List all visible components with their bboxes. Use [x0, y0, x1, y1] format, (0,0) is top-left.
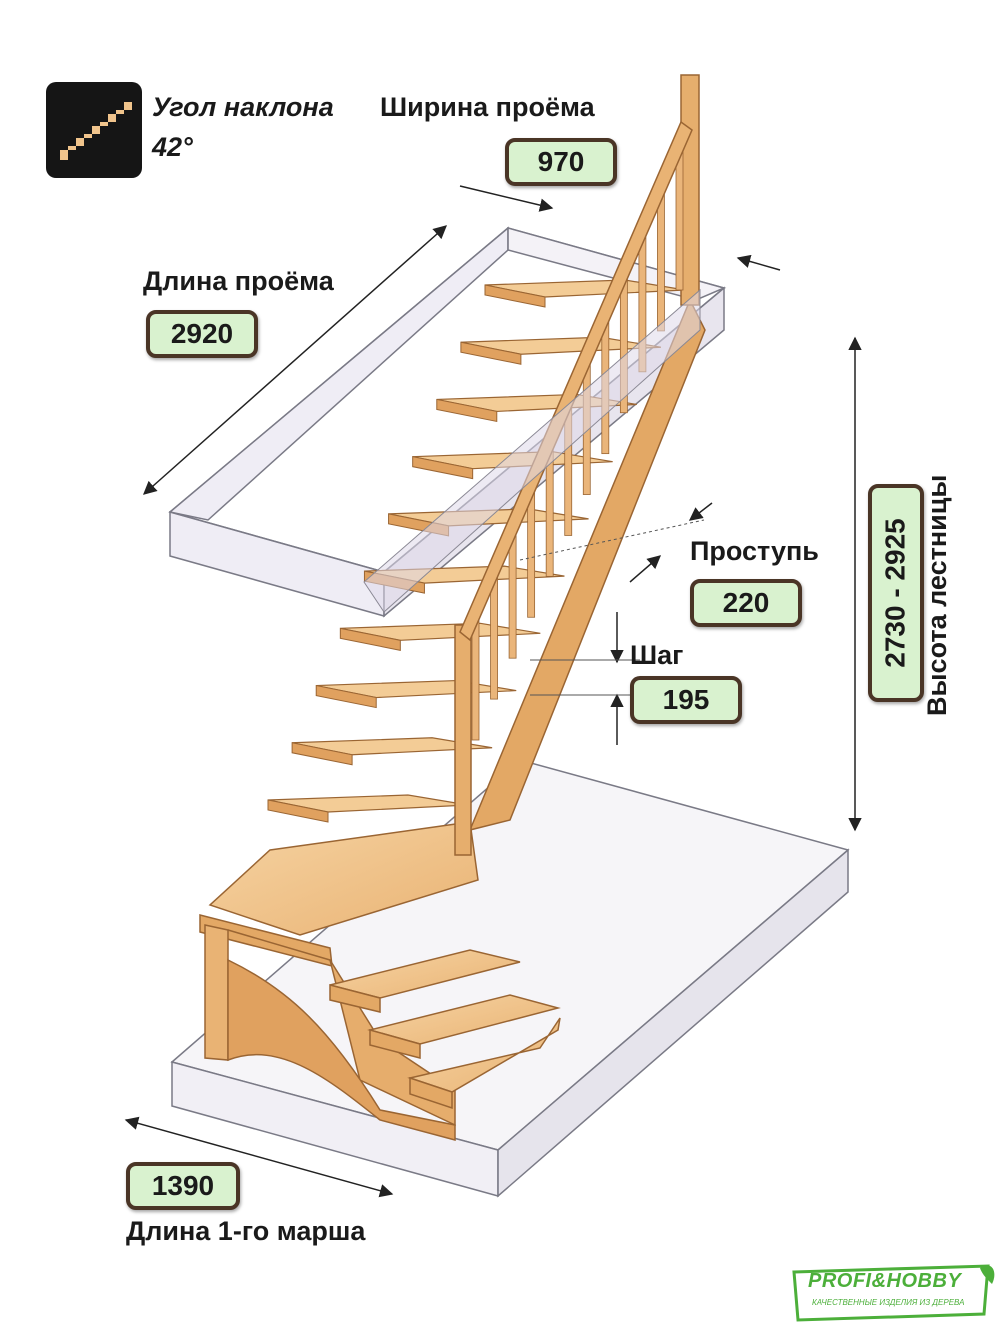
stringer [468, 298, 706, 832]
balusters [471, 139, 684, 741]
handrail [459, 120, 693, 642]
height-label: Высота лестницы [922, 474, 952, 716]
opening-width-arrow-2 [736, 254, 781, 271]
opening-length-arrow [142, 225, 448, 495]
tread-arrow-2 [629, 555, 662, 583]
tread-nosing [291, 742, 353, 766]
brand-logo: PROFI&HOBBY КАЧЕСТВЕННЫЕ ИЗДЕЛИЯ ИЗ ДЕРЕ… [788, 1262, 998, 1326]
tread-nosing [460, 341, 522, 365]
tread-nosing [484, 284, 546, 308]
first-flight-arrow [124, 1116, 394, 1198]
slope-value: 42° [152, 132, 193, 162]
height-badge: 2730 - 2925 [868, 484, 924, 702]
first-flight-value: 1390 [151, 1170, 215, 1201]
stairs-icon [46, 82, 142, 178]
brand-tagline: КАЧЕСТВЕННЫЕ ИЗДЕЛИЯ ИЗ ДЕРЕВА [812, 1298, 965, 1307]
tread-nosing [315, 684, 377, 709]
opening-glass-front [363, 288, 701, 613]
opening-width-badge: 970 [505, 138, 617, 186]
slope-title: Угол наклона [152, 92, 334, 122]
step-badge: 195 [630, 676, 742, 724]
tread-badge: 220 [690, 579, 802, 627]
lower-flight [329, 949, 561, 1110]
winder-landing [199, 821, 479, 1141]
opening-width-arrow [459, 185, 554, 212]
tread-value: 220 [722, 587, 770, 618]
brand-name: PROFI&HOBBY [808, 1270, 962, 1292]
opening-width-label: Ширина проёма [380, 92, 595, 122]
opening-length-label: Длина проёма [143, 266, 334, 296]
tread-label: Проступь [690, 536, 819, 566]
opening-length-badge: 2920 [146, 310, 258, 358]
height-value: 2730 - 2925 [880, 518, 911, 668]
floor-slab [170, 759, 850, 1198]
step-value: 195 [662, 684, 710, 715]
first-flight-badge: 1390 [126, 1162, 240, 1210]
tread-nosing [267, 799, 329, 823]
tread-nosing [339, 627, 401, 651]
opening-width-value: 970 [537, 146, 585, 177]
tread-arrow [688, 502, 713, 521]
dimension-lines [124, 185, 862, 1198]
first-flight-label: Длина 1-го марша [126, 1216, 366, 1246]
opening-length-value: 2920 [170, 318, 234, 349]
step-label: Шаг [630, 640, 684, 670]
